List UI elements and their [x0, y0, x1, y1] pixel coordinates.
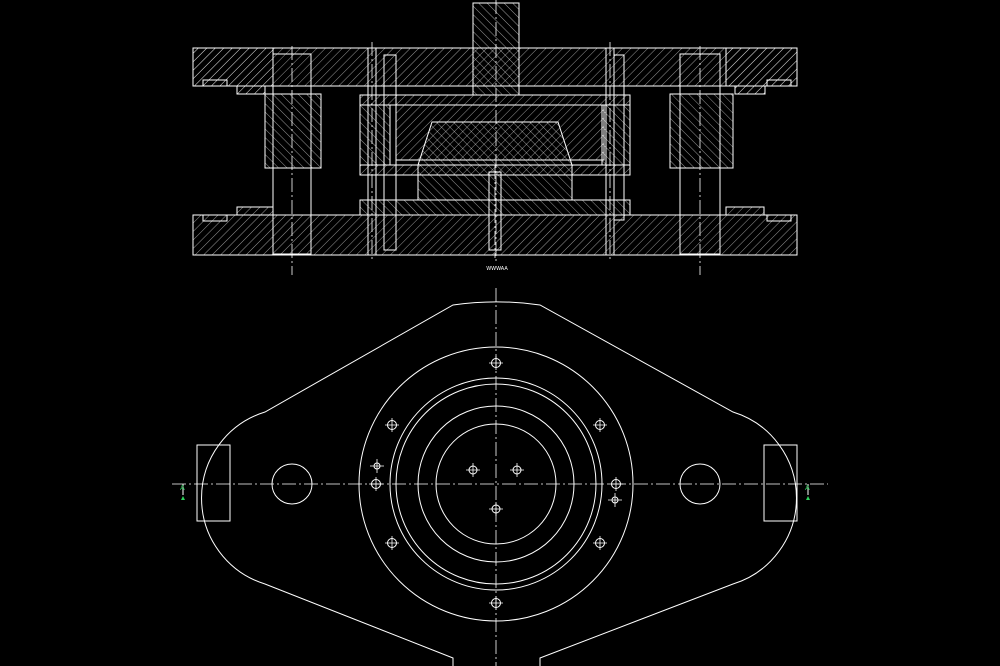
lower-plate-slot-left [202, 214, 228, 222]
section-marker-left: A [180, 484, 185, 500]
die-circle-4 [417, 405, 575, 563]
upper-plate-slot-right [766, 79, 792, 87]
die-circle-2 [389, 377, 603, 591]
plan-view: A A [172, 288, 828, 666]
section-caption: WWWAA [486, 266, 508, 272]
section-marker-right: A [805, 484, 810, 500]
lower-plate-step-left [236, 206, 274, 216]
hole-center-marks [369, 356, 623, 610]
flange-circle-outer [358, 346, 634, 622]
section-mark-label-left: A [180, 484, 185, 492]
punch-block-left [359, 104, 391, 166]
lower-plate-slot-right [766, 214, 792, 222]
screw-right-2 [613, 54, 625, 221]
clamp-slot-right [763, 444, 798, 522]
section-view: WWWAA [192, 0, 798, 275]
base-outline [201, 301, 797, 666]
clamp-slot-left [196, 444, 231, 522]
die-circle-3 [395, 383, 597, 585]
guide-bushing-right [669, 93, 734, 169]
guide-post-hole-right [679, 463, 721, 505]
guide-post-hole-left [271, 463, 313, 505]
punch-holder-block [359, 94, 631, 106]
screw-left-2 [383, 54, 397, 251]
upper-plate-slot-left [202, 79, 228, 87]
die-circle-5 [435, 423, 557, 545]
lower-plate-step-right [725, 206, 765, 216]
upper-plate-step-left [236, 85, 266, 95]
section-mark-label-right: A [805, 484, 810, 492]
guide-bushing-left [264, 93, 322, 169]
upper-plate-step-right [734, 85, 766, 95]
